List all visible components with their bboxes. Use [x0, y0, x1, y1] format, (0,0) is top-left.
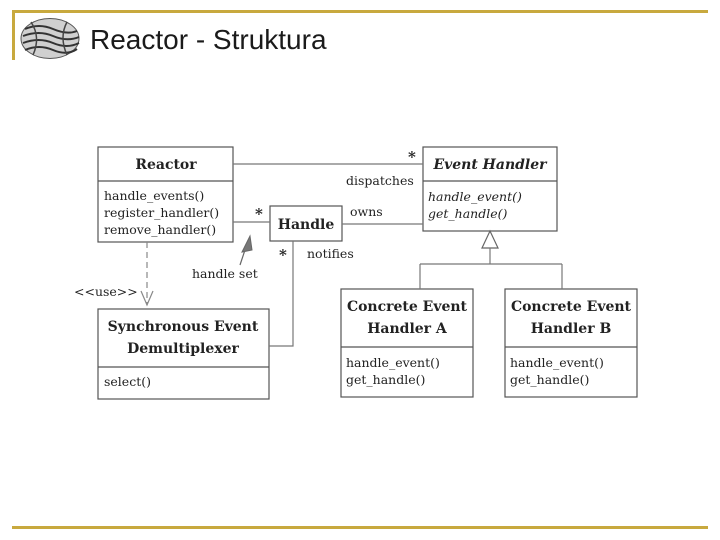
notifies-association: notifies *	[269, 241, 354, 347]
reactor-op: handle_events()	[104, 188, 204, 203]
concrete-b-op: get_handle()	[510, 372, 589, 387]
notifies-label: notifies	[307, 246, 354, 261]
concrete-a-name: Handler A	[367, 321, 448, 337]
logo-icon	[19, 17, 81, 60]
concrete-a-op: get_handle()	[346, 372, 425, 387]
handle-set-label: handle set	[192, 266, 258, 281]
left-rule	[12, 10, 15, 60]
uses-dependency: <<use>>	[74, 242, 154, 307]
owns-association: owns	[342, 204, 423, 225]
notifies-multiplicity: *	[279, 246, 287, 264]
concrete-a-name: Concrete Event	[347, 299, 468, 315]
slide-title: Reactor - Struktura	[90, 24, 327, 55]
handle-class: Handle	[269, 205, 343, 242]
reactor-handle-association: *	[233, 205, 270, 223]
top-rule	[12, 10, 708, 13]
concrete-b-op: handle_event()	[510, 355, 604, 370]
reactor-name: Reactor	[135, 157, 197, 173]
dispatches-label: dispatches	[346, 173, 414, 188]
handle-set-association: handle set	[192, 234, 258, 281]
concrete-a-op: handle_event()	[346, 355, 440, 370]
sync-demux-name: Demultiplexer	[127, 341, 239, 357]
sync-demux-op: select()	[104, 374, 151, 389]
concrete-handler-a-class: Concrete Event Handler A handle_event() …	[340, 288, 474, 398]
reactor-op: remove_handler()	[104, 222, 216, 237]
handle-name: Handle	[278, 217, 335, 233]
owns-multiplicity: *	[255, 205, 263, 223]
event-handler-name: Event Handler	[432, 157, 548, 173]
reactor-class: Reactor handle_events() register_handler…	[97, 146, 234, 243]
concrete-handler-b-class: Concrete Event Handler B handle_event() …	[504, 288, 638, 398]
concrete-b-name: Concrete Event	[511, 299, 632, 315]
sync-demux-name: Synchronous Event	[108, 319, 259, 335]
uses-label: <<use>>	[74, 284, 138, 299]
dispatches-association: dispatches *	[233, 148, 423, 188]
inheritance-generalization	[419, 229, 563, 289]
bottom-rule	[12, 526, 708, 529]
owns-label: owns	[350, 204, 383, 219]
dispatches-multiplicity: *	[408, 148, 416, 166]
event-handler-op: handle_event()	[428, 189, 522, 204]
concrete-b-name: Handler B	[531, 321, 612, 337]
event-handler-class: Event Handler handle_event() get_handle(…	[422, 146, 558, 232]
sync-demux-class: Synchronous Event Demultiplexer select()	[97, 308, 270, 400]
reactor-op: register_handler()	[104, 205, 219, 220]
event-handler-op: get_handle()	[428, 206, 507, 221]
